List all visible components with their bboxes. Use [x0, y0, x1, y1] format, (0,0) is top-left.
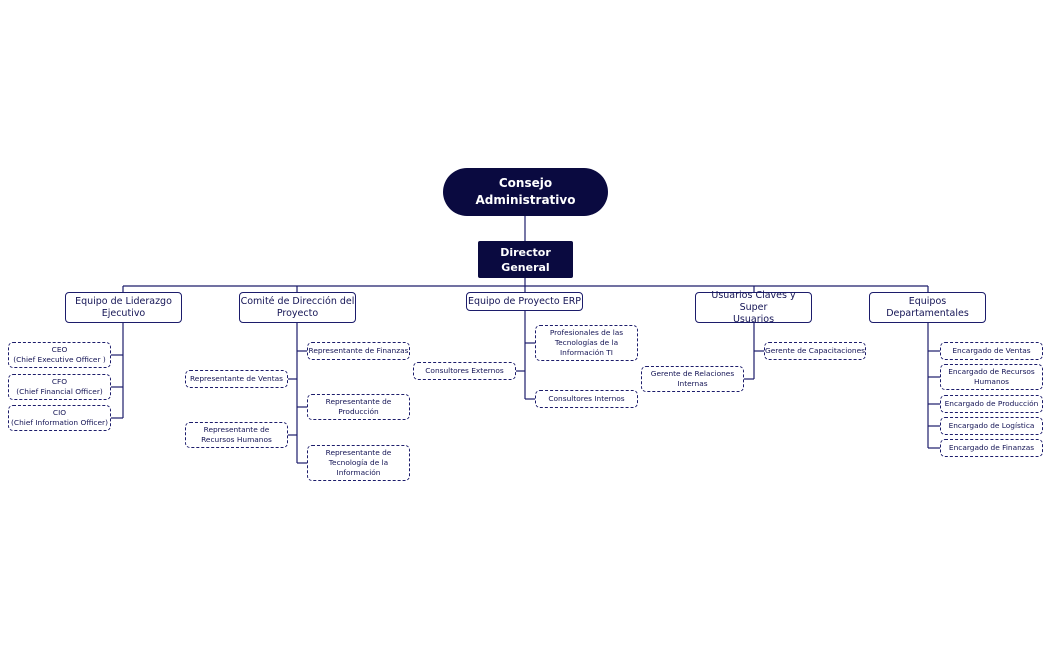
leaf-representante-ventas[interactable]: Representante de Ventas [185, 370, 288, 388]
node-comite-direccion[interactable]: Comité de Dirección del Proyecto [239, 292, 356, 323]
node-equipos-departamentales[interactable]: Equipos Departamentales [869, 292, 986, 323]
leaf-ceo[interactable]: CEO (Chief Executive Officer ) [8, 342, 111, 368]
leaf-consultores-externos[interactable]: Consultores Externos [413, 362, 516, 380]
leaf-gerente-relaciones-internas[interactable]: Gerente de Relaciones Internas [641, 366, 744, 392]
leaf-cio[interactable]: CIO (Chief Information Officer) [8, 405, 111, 431]
leaf-representante-finanzas[interactable]: Representante de Finanzas [307, 342, 410, 360]
node-consejo-administrativo[interactable]: Consejo Administrativo [443, 168, 608, 216]
node-director-general[interactable]: Director General [478, 241, 573, 278]
leaf-gerente-capacitaciones[interactable]: Gerente de Capacitaciones [764, 342, 866, 360]
leaf-profesionales-ti[interactable]: Profesionales de las Tecnologías de la I… [535, 325, 638, 361]
leaf-encargado-finanzas[interactable]: Encargado de Finanzas [940, 439, 1043, 457]
node-equipo-liderazgo[interactable]: Equipo de Liderazgo Ejecutivo [65, 292, 182, 323]
leaf-encargado-ventas[interactable]: Encargado de Ventas [940, 342, 1043, 360]
node-usuarios-claves[interactable]: Usuarios Claves y Super Usuarios [695, 290, 812, 325]
leaf-cfo[interactable]: CFO (Chief Financial Officer) [8, 374, 111, 400]
leaf-encargado-produccion[interactable]: Encargado de Producción [940, 395, 1043, 413]
leaf-consultores-internos[interactable]: Consultores Internos [535, 390, 638, 408]
leaf-representante-tecnologia[interactable]: Representante de Tecnología de la Inform… [307, 445, 410, 481]
leaf-representante-produccion[interactable]: Representante de Producción [307, 394, 410, 420]
leaf-encargado-logistica[interactable]: Encargado de Logística [940, 417, 1043, 435]
node-equipo-proyecto-erp[interactable]: Equipo de Proyecto ERP [466, 292, 583, 311]
leaf-representante-recursos-humanos[interactable]: Representante de Recursos Humanos [185, 422, 288, 448]
leaf-encargado-recursos-humanos[interactable]: Encargado de Recursos Humanos [940, 364, 1043, 390]
